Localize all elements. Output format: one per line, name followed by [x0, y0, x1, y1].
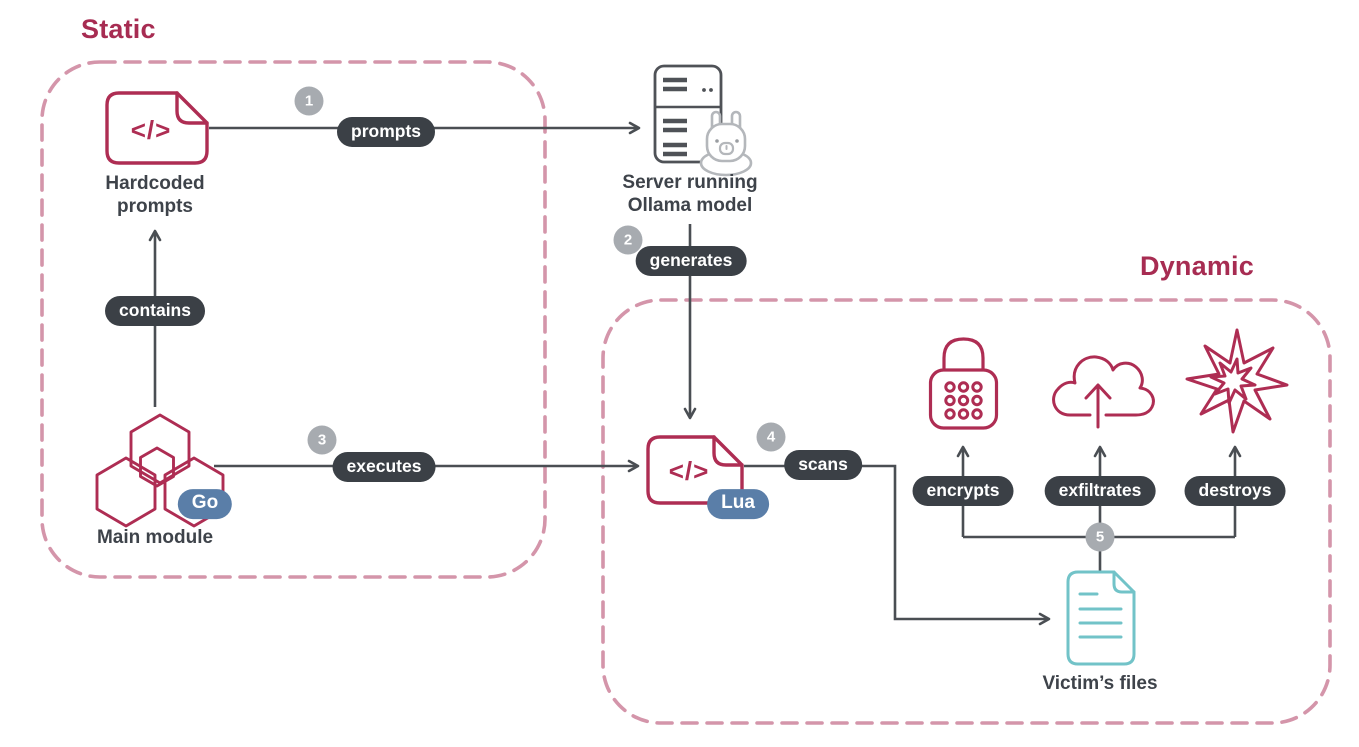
contains-pill: contains — [105, 295, 205, 327]
destroys-pill: destroys — [1184, 475, 1286, 507]
code-glyph: </> — [131, 115, 172, 145]
step-badge-1: 1 — [294, 86, 324, 116]
step-badge-5: 5 — [1085, 522, 1115, 552]
dynamic-region-box — [601, 298, 1332, 725]
hardcoded-prompts-label: Hardcoded prompts — [105, 173, 205, 217]
executes-pill: executes — [332, 451, 436, 483]
explosion-icon — [1185, 328, 1289, 434]
scans-pill: scans — [784, 449, 862, 481]
lock-icon — [928, 337, 999, 430]
document-icon — [1066, 570, 1136, 666]
exfiltrates-pill: exfiltrates — [1044, 475, 1156, 507]
lua-language-badge: Lua — [707, 489, 769, 519]
prompts-pill: prompts — [337, 116, 435, 148]
main-module-label: Main module — [96, 527, 214, 548]
llama-icon — [699, 110, 753, 177]
step-badge-2: 2 — [613, 225, 643, 255]
static-region-title: Static — [81, 14, 156, 44]
go-language-badge: Go — [177, 489, 233, 519]
lua-code-glyph: </> — [669, 456, 710, 486]
encrypts-pill: encrypts — [912, 475, 1014, 507]
static-region-box — [40, 60, 547, 579]
cloud-upload-icon — [1052, 355, 1155, 429]
victims-files-label: Victim’s files — [1042, 673, 1158, 694]
server-icon — [653, 64, 723, 164]
server-label: Server running Ollama model — [622, 172, 758, 216]
dynamic-region-title: Dynamic — [1140, 251, 1254, 281]
step-badge-3: 3 — [307, 425, 337, 455]
step-badge-4: 4 — [756, 422, 786, 452]
generates-pill: generates — [635, 245, 747, 277]
code-file-icon — [105, 91, 209, 165]
module-hexagons-icon — [95, 413, 225, 528]
